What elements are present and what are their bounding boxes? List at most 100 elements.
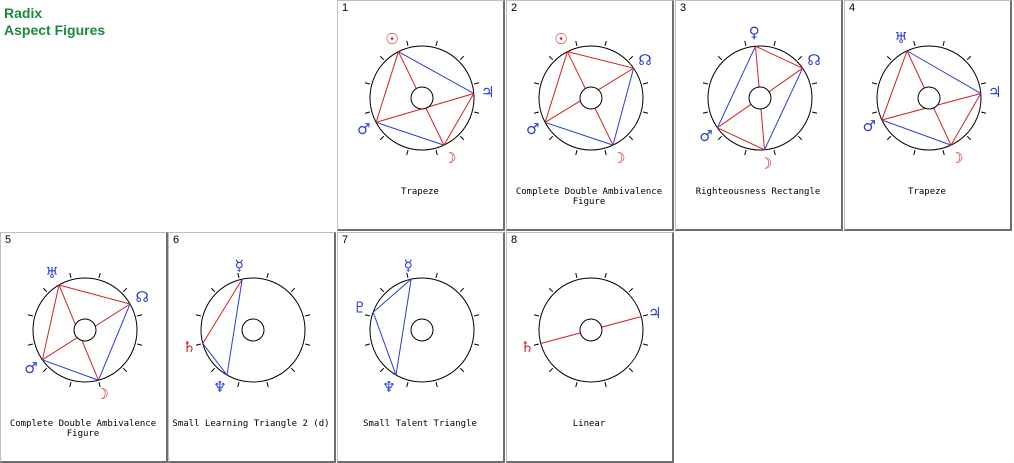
house-tick bbox=[364, 111, 370, 114]
aspect-panel-8[interactable]: 8♃♄Linear bbox=[506, 232, 674, 463]
outer-circle bbox=[876, 45, 982, 151]
aspect-line bbox=[755, 45, 803, 69]
house-tick bbox=[913, 40, 916, 46]
house-tick bbox=[305, 314, 311, 317]
aspect-panel-2[interactable]: 2☉☊☽♂Complete Double Ambivalence Figure bbox=[506, 0, 674, 231]
aspect-panel-3[interactable]: 3♀☊☽♂Righteousness Rectangle bbox=[675, 0, 843, 231]
aspect-wheel: ♅☊☽♂ bbox=[24, 264, 149, 403]
aspect-panel-1[interactable]: 1☉♃☽♂Trapeze bbox=[337, 0, 505, 231]
house-tick bbox=[604, 382, 607, 388]
house-tick bbox=[643, 82, 649, 85]
house-tick bbox=[812, 82, 818, 85]
house-tick bbox=[379, 367, 385, 373]
house-tick bbox=[773, 150, 776, 156]
house-tick bbox=[98, 272, 101, 278]
house-tick bbox=[702, 82, 708, 85]
house-tick bbox=[459, 287, 465, 293]
house-tick bbox=[548, 135, 554, 141]
house-tick bbox=[290, 287, 296, 293]
moon-icon: ☽ bbox=[612, 149, 625, 167]
house-tick bbox=[812, 111, 818, 114]
house-tick bbox=[604, 150, 607, 156]
house-tick bbox=[474, 111, 480, 114]
house-tick bbox=[533, 343, 539, 346]
house-tick bbox=[435, 382, 438, 388]
house-tick bbox=[628, 287, 634, 293]
house-tick bbox=[628, 55, 634, 61]
house-tick bbox=[548, 287, 554, 293]
aspect-panel-5[interactable]: 5♅☊☽♂Complete Double Ambivalence Figure bbox=[0, 232, 168, 463]
page-heading: Radix Aspect Figures bbox=[4, 5, 105, 39]
aspect-line bbox=[612, 68, 635, 146]
house-tick bbox=[548, 55, 554, 61]
house-tick bbox=[42, 367, 48, 373]
mercury-icon: ☿ bbox=[404, 256, 413, 274]
saturn-icon: ♄ bbox=[183, 338, 196, 356]
figure-label: Complete Double Ambivalence Figure bbox=[515, 187, 663, 207]
aspect-line bbox=[544, 121, 614, 146]
mars-icon: ♂ bbox=[526, 120, 539, 138]
moon-icon: ☽ bbox=[950, 149, 963, 167]
aspect-line bbox=[567, 51, 634, 69]
mars-icon: ♂ bbox=[357, 120, 370, 138]
house-tick bbox=[871, 111, 877, 114]
moon-icon: ☽ bbox=[443, 149, 456, 167]
figure-label: Small Learning Triangle 2 (d) bbox=[172, 419, 330, 429]
aspect-line bbox=[398, 51, 475, 94]
aspect-line bbox=[97, 303, 131, 381]
house-tick bbox=[379, 287, 385, 293]
house-tick bbox=[966, 55, 972, 61]
outer-circle bbox=[200, 277, 306, 383]
house-tick bbox=[604, 40, 607, 46]
center-circle bbox=[579, 86, 603, 110]
house-tick bbox=[406, 382, 409, 388]
house-tick bbox=[474, 314, 480, 317]
house-tick bbox=[643, 314, 649, 317]
heading-title: Radix bbox=[4, 5, 43, 21]
house-tick bbox=[364, 343, 370, 346]
node-icon: ☊ bbox=[638, 51, 651, 69]
aspect-wheel: ♀☊☽♂ bbox=[699, 23, 821, 172]
house-tick bbox=[27, 314, 33, 317]
house-tick bbox=[744, 150, 747, 156]
panel-number: 3 bbox=[680, 2, 687, 14]
center-circle bbox=[410, 86, 434, 110]
house-tick bbox=[548, 367, 554, 373]
house-tick bbox=[797, 135, 803, 141]
house-tick bbox=[459, 367, 465, 373]
uranus-icon: ♅ bbox=[45, 264, 58, 282]
sun-icon: ☉ bbox=[554, 30, 567, 48]
house-tick bbox=[459, 135, 465, 141]
aspect-line bbox=[717, 127, 765, 151]
aspect-line bbox=[443, 93, 475, 146]
house-tick bbox=[717, 55, 723, 61]
house-tick bbox=[69, 382, 72, 388]
house-tick bbox=[364, 82, 370, 85]
house-tick bbox=[305, 343, 311, 346]
house-tick bbox=[797, 55, 803, 61]
aspect-line bbox=[202, 343, 228, 376]
house-tick bbox=[942, 150, 945, 156]
aspect-line bbox=[58, 284, 131, 305]
neptune-icon: ♆ bbox=[213, 378, 226, 396]
aspect-panel-4[interactable]: 4♅♃☽♂Trapeze bbox=[844, 0, 1012, 231]
house-tick bbox=[27, 343, 33, 346]
mars-icon: ♂ bbox=[24, 359, 37, 377]
aspect-panel-6[interactable]: 6☿♄♆Small Learning Triangle 2 (d) bbox=[168, 232, 336, 463]
aspect-line bbox=[881, 119, 952, 146]
aspect-line bbox=[375, 51, 399, 123]
aspect-line bbox=[372, 312, 397, 376]
figure-label: Trapeze bbox=[401, 187, 439, 197]
outer-circle bbox=[369, 45, 475, 151]
house-tick bbox=[237, 272, 240, 278]
aspect-line bbox=[372, 278, 412, 313]
aspect-panel-7[interactable]: 7☿♇♆Small Talent Triangle bbox=[337, 232, 505, 463]
jupiter-icon: ♃ bbox=[481, 83, 494, 101]
aspect-wheel: ♃♄ bbox=[521, 272, 661, 388]
house-tick bbox=[981, 111, 987, 114]
house-tick bbox=[210, 367, 216, 373]
house-tick bbox=[459, 55, 465, 61]
house-tick bbox=[643, 111, 649, 114]
house-tick bbox=[886, 135, 892, 141]
house-tick bbox=[702, 111, 708, 114]
